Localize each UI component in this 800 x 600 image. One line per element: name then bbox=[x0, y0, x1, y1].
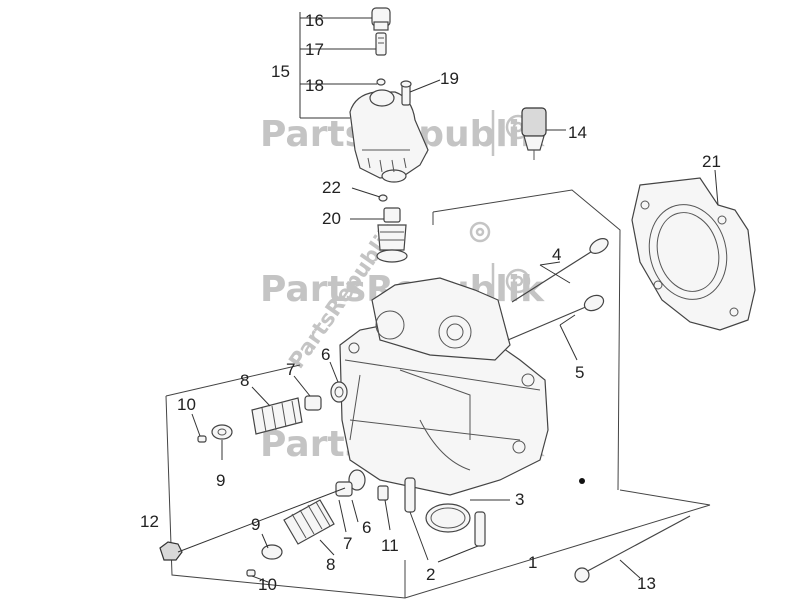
callout-2: 2 bbox=[426, 565, 435, 584]
dot-marker bbox=[579, 478, 585, 484]
callout-20: 20 bbox=[322, 209, 341, 228]
washer-18 bbox=[376, 78, 386, 86]
valve-20 bbox=[376, 207, 408, 263]
callout-10-upper: 10 bbox=[177, 395, 196, 414]
callout-labels: 1 2 3 4 5 6 6 7 7 8 8 9 9 10 10 11 12 13… bbox=[140, 11, 721, 594]
callout-3: 3 bbox=[515, 490, 524, 509]
callout-13: 13 bbox=[637, 574, 656, 593]
callout-22: 22 bbox=[322, 178, 341, 197]
washer-22 bbox=[378, 194, 388, 202]
callout-4: 4 bbox=[552, 245, 561, 264]
valve-5 bbox=[507, 294, 605, 341]
stud-bolt-13 bbox=[574, 515, 691, 583]
callout-9-upper: 9 bbox=[216, 471, 225, 490]
spring-8-upper bbox=[251, 397, 303, 435]
spring-8-lower bbox=[283, 499, 335, 545]
assembly-frame bbox=[165, 189, 711, 599]
callout-14: 14 bbox=[568, 123, 587, 142]
sensor-14 bbox=[521, 107, 547, 160]
callout-1: 1 bbox=[528, 553, 537, 572]
seal-6-lower bbox=[348, 469, 366, 491]
callout-8-upper: 8 bbox=[240, 371, 249, 390]
valve-4 bbox=[511, 238, 609, 303]
retainer-9-upper bbox=[211, 424, 233, 440]
callout-7-lower: 7 bbox=[343, 534, 352, 553]
seat-7-lower bbox=[335, 481, 353, 497]
callout-7-upper: 7 bbox=[286, 360, 295, 379]
seal-6-upper bbox=[330, 381, 348, 403]
callout-15: 15 bbox=[271, 62, 290, 81]
tensioner-cover-15 bbox=[349, 89, 429, 183]
gear-icon bbox=[491, 110, 531, 156]
callout-12: 12 bbox=[140, 512, 159, 531]
retainer-9-lower bbox=[261, 544, 283, 560]
callout-21: 21 bbox=[702, 152, 721, 171]
callout-9-lower: 9 bbox=[251, 515, 260, 534]
callout-8-lower: 8 bbox=[326, 555, 335, 574]
callout-6-lower: 6 bbox=[362, 518, 371, 537]
callout-19: 19 bbox=[440, 69, 459, 88]
callout-5: 5 bbox=[575, 363, 584, 382]
screw-19 bbox=[400, 80, 412, 106]
collet-10-upper bbox=[197, 435, 207, 443]
callout-17: 17 bbox=[305, 40, 324, 59]
callout-6-upper: 6 bbox=[321, 345, 330, 364]
leader-lines bbox=[177, 12, 719, 583]
pin-17 bbox=[375, 32, 387, 56]
gear-icon bbox=[469, 221, 491, 243]
callout-10-lower: 10 bbox=[258, 575, 277, 594]
o-ring-3 bbox=[425, 503, 471, 533]
nut-12 bbox=[159, 541, 183, 561]
spring-11 bbox=[377, 485, 389, 501]
callout-16: 16 bbox=[305, 11, 324, 30]
dowel-pins-2 bbox=[404, 477, 486, 547]
cap-16 bbox=[371, 7, 391, 31]
cylinder-head bbox=[339, 277, 549, 496]
callout-18: 18 bbox=[305, 76, 324, 95]
callout-11: 11 bbox=[381, 536, 399, 555]
head-gasket-21 bbox=[631, 177, 756, 331]
collet-10-lower bbox=[246, 569, 256, 577]
seat-7-upper bbox=[304, 395, 322, 411]
